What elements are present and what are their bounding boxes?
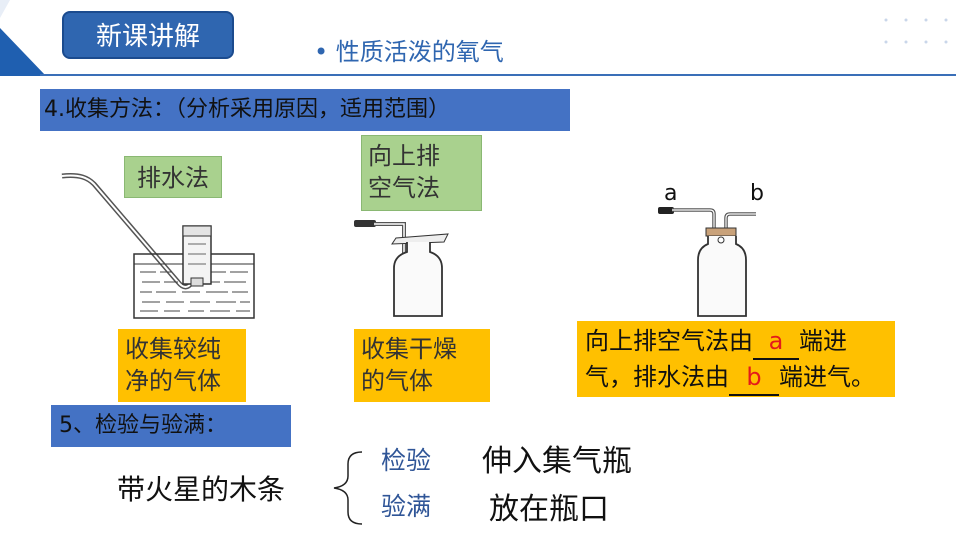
- fill-in-line1-prefix: 向上排空气法由: [585, 327, 753, 355]
- bottle-port-b-label: b: [750, 181, 764, 206]
- note-dry-gas-line2: 的气体: [361, 367, 433, 395]
- check-label: 检验: [381, 446, 432, 475]
- fill-in-line2-suffix: 端进气。: [779, 363, 875, 391]
- section5-heading: 5、检验与验满：: [51, 405, 291, 447]
- method-upward-air-line1: 向上排: [368, 142, 440, 170]
- fill-in-line1-suffix: 端进: [799, 327, 847, 355]
- header-divider: [40, 74, 956, 76]
- test-subject-label: 带火星的木条: [117, 473, 286, 506]
- upward-air-apparatus-illustration: [354, 220, 449, 317]
- full-check-label: 验满: [381, 492, 432, 521]
- method-upward-air-line2: 空气法: [368, 174, 440, 202]
- gas-washing-bottle-illustration: [658, 207, 756, 317]
- note-dry-gas: 收集干燥 的气体: [354, 329, 490, 402]
- section4-heading: 4.收集方法：（分析采用原因，适用范围）: [40, 89, 570, 131]
- water-displacement-apparatus-illustration: [61, 173, 255, 319]
- answer-blank-b: b: [729, 360, 779, 396]
- curly-brace-icon: [333, 451, 363, 525]
- fill-in-line2-prefix: 气，排水法由: [585, 363, 729, 391]
- note-purer-gas-line1: 收集较纯: [125, 335, 221, 363]
- note-purer-gas: 收集较纯 净的气体: [118, 329, 246, 402]
- corner-decoration: [0, 0, 46, 76]
- dot-grid-decoration: [884, 18, 948, 44]
- bottle-port-a-label: a: [664, 181, 678, 206]
- full-check-method-value: 放在瓶口: [489, 492, 609, 527]
- page-subtitle: • 性质活泼的氧气: [314, 38, 504, 66]
- section-tag: 新课讲解: [62, 11, 234, 59]
- note-purer-gas-line2: 净的气体: [125, 367, 221, 395]
- method-upward-air-label: 向上排 空气法: [361, 135, 482, 211]
- note-dry-gas-line1: 收集干燥: [361, 335, 457, 363]
- check-method-value: 伸入集气瓶: [482, 444, 632, 479]
- method-water-displacement-label: 排水法: [124, 156, 222, 198]
- answer-blank-a: a: [753, 324, 799, 360]
